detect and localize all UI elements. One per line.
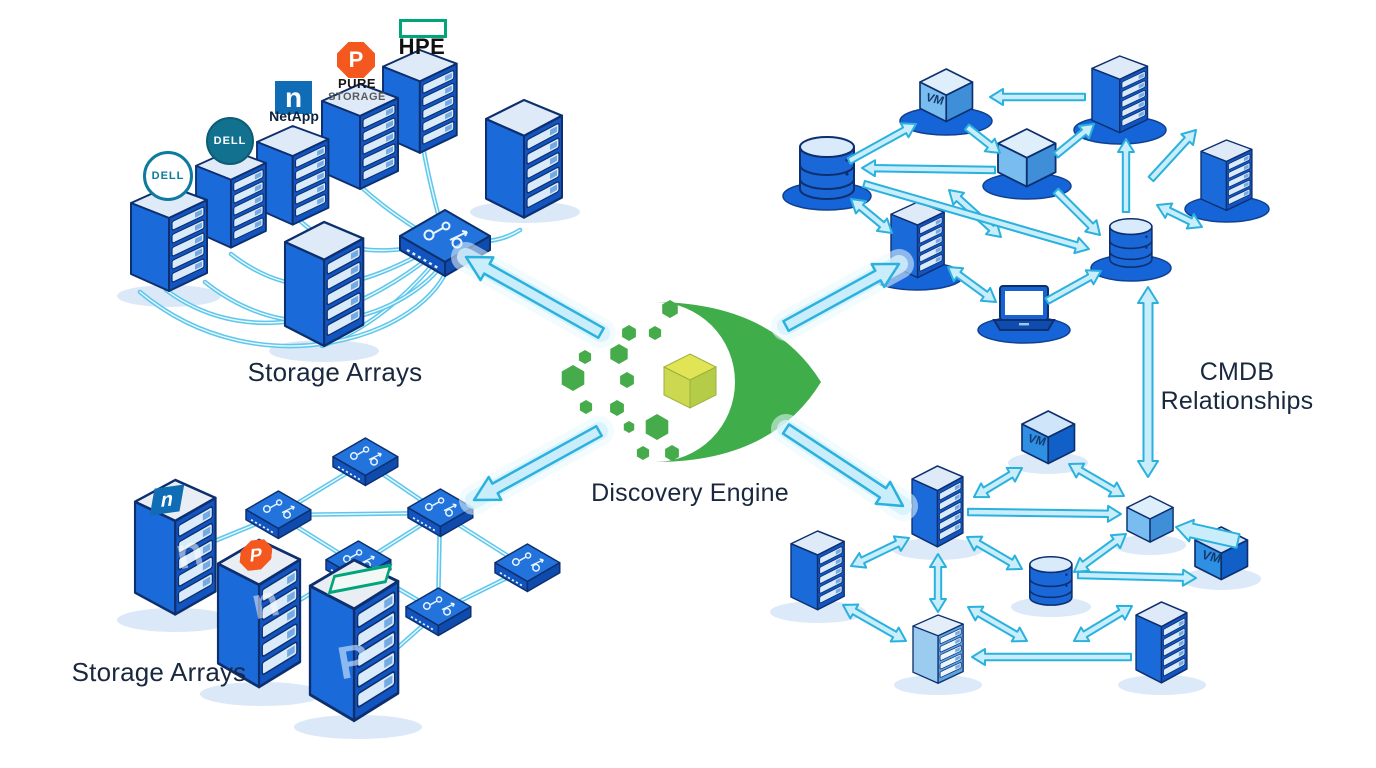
server-tower-icon — [790, 530, 845, 611]
soft-shadow — [1118, 675, 1206, 695]
netapp-top-badge-icon: n — [149, 484, 185, 516]
arrow-icon — [781, 423, 905, 508]
server-tower-icon-light — [912, 614, 964, 684]
soft-shadow — [294, 715, 422, 739]
storage-array-icon-netapp — [256, 125, 330, 226]
hexagon-icon — [610, 344, 628, 364]
bidirectional-arrow-icon — [929, 553, 947, 613]
database-icon — [1109, 217, 1153, 268]
arrow-icon — [472, 424, 603, 502]
dell-logo-solid-icon: DELL — [206, 117, 254, 165]
bidirectional-arrow-icon — [850, 535, 910, 569]
storage-array-icon-plain-right — [484, 98, 564, 219]
network-switch-icon — [405, 587, 472, 637]
pure-wordmark-line1: PURE — [337, 76, 377, 91]
pure-storage-wordmark: PURE STORAGE — [327, 76, 387, 103]
hexagon-icon — [623, 421, 635, 433]
hexagon-icon — [665, 445, 679, 461]
laptop-icon — [993, 285, 1055, 331]
bidirectional-arrow-icon — [973, 466, 1023, 499]
hexagon-icon — [561, 365, 585, 391]
bidirectional-arrow-icon — [947, 266, 997, 303]
arrow-icon — [1175, 518, 1241, 549]
arrow-icon — [862, 179, 1090, 255]
netapp-logo-icon: n — [275, 81, 312, 114]
arrow-icon — [1052, 187, 1101, 236]
pure-wordmark-line2: STORAGE — [328, 91, 386, 103]
arrow-icon — [1053, 123, 1095, 159]
database-icon — [1029, 556, 1073, 606]
hexagon-icon — [622, 325, 636, 341]
bidirectional-arrow-icon — [1068, 462, 1125, 498]
server-tower-icon — [1135, 601, 1188, 684]
hexagon-icon — [648, 326, 662, 340]
soft-shadow — [1011, 597, 1091, 617]
soft-shadow — [1114, 535, 1186, 555]
arrow-icon — [464, 255, 605, 340]
hexagon-icon — [636, 446, 650, 460]
arrow-icon — [782, 262, 901, 333]
netapp-wordmark: NetApp — [269, 108, 319, 124]
pure-storage-logo-icon: P — [337, 42, 375, 78]
soft-shadow — [200, 682, 324, 706]
network-switch-icon — [494, 543, 561, 593]
hexagon-icon — [579, 400, 593, 414]
bidirectional-arrow-icon — [850, 198, 893, 234]
arrow-icon — [861, 159, 996, 178]
soft-shadow — [117, 608, 233, 632]
device-nodes-layer — [130, 49, 1270, 723]
server-tower-icon — [1091, 55, 1149, 134]
shadow-layer — [117, 201, 580, 739]
hpe-logo-icon — [399, 19, 447, 38]
app-cube-icon — [1126, 495, 1174, 543]
arrow-icon — [967, 504, 1122, 523]
relationship-arrows-layer — [451, 88, 1241, 666]
bidirectional-arrow-icon — [966, 535, 1023, 571]
arrow-icon — [846, 122, 917, 165]
database-icon — [799, 136, 855, 200]
yellow-cube-right — [689, 366, 717, 409]
arrow-icon — [971, 648, 1132, 666]
arrow-icon — [964, 123, 1001, 154]
soft-shadow — [894, 675, 982, 695]
server-tower-icon — [911, 465, 964, 548]
soft-shadow — [770, 601, 866, 623]
hexagon-icon — [620, 372, 634, 388]
bidirectional-arrow-icon — [1137, 286, 1159, 478]
arrow-icon — [1044, 269, 1102, 305]
soft-shadow — [892, 538, 984, 560]
soft-shadow — [117, 285, 221, 307]
discovery-engine-label: Discovery Engine — [591, 479, 789, 507]
storage-array-icon-plain-center — [283, 220, 365, 348]
arrow-icon — [989, 88, 1086, 106]
hexagon-icon — [578, 350, 592, 364]
hexagon-icon — [610, 400, 624, 416]
arrow-icon — [1147, 129, 1197, 183]
dell-logo-outline-icon: DELL — [143, 151, 193, 201]
storage-array-icon-dell1 — [130, 185, 208, 292]
bidirectional-arrow-icon — [1073, 533, 1127, 573]
hexagon-icon — [662, 300, 678, 318]
bidirectional-arrow-icon — [1156, 202, 1203, 230]
arrow-icon — [1076, 568, 1197, 587]
arrow-icon — [1117, 138, 1135, 213]
server-tower-icon — [1200, 139, 1253, 212]
bidirectional-arrow-icon — [1073, 604, 1133, 643]
bidirectional-arrow-icon — [842, 603, 907, 643]
hpe-wordmark: HPE — [398, 34, 446, 59]
hexagon-icon — [645, 414, 669, 440]
storage-arrays-top-label: Storage Arrays — [247, 357, 423, 387]
cmdb-relationships-label: CMDB Relationships — [1160, 358, 1314, 415]
storage-arrays-bottom-label: Storage Arrays — [71, 657, 247, 687]
bidirectional-arrow-icon — [967, 605, 1028, 643]
